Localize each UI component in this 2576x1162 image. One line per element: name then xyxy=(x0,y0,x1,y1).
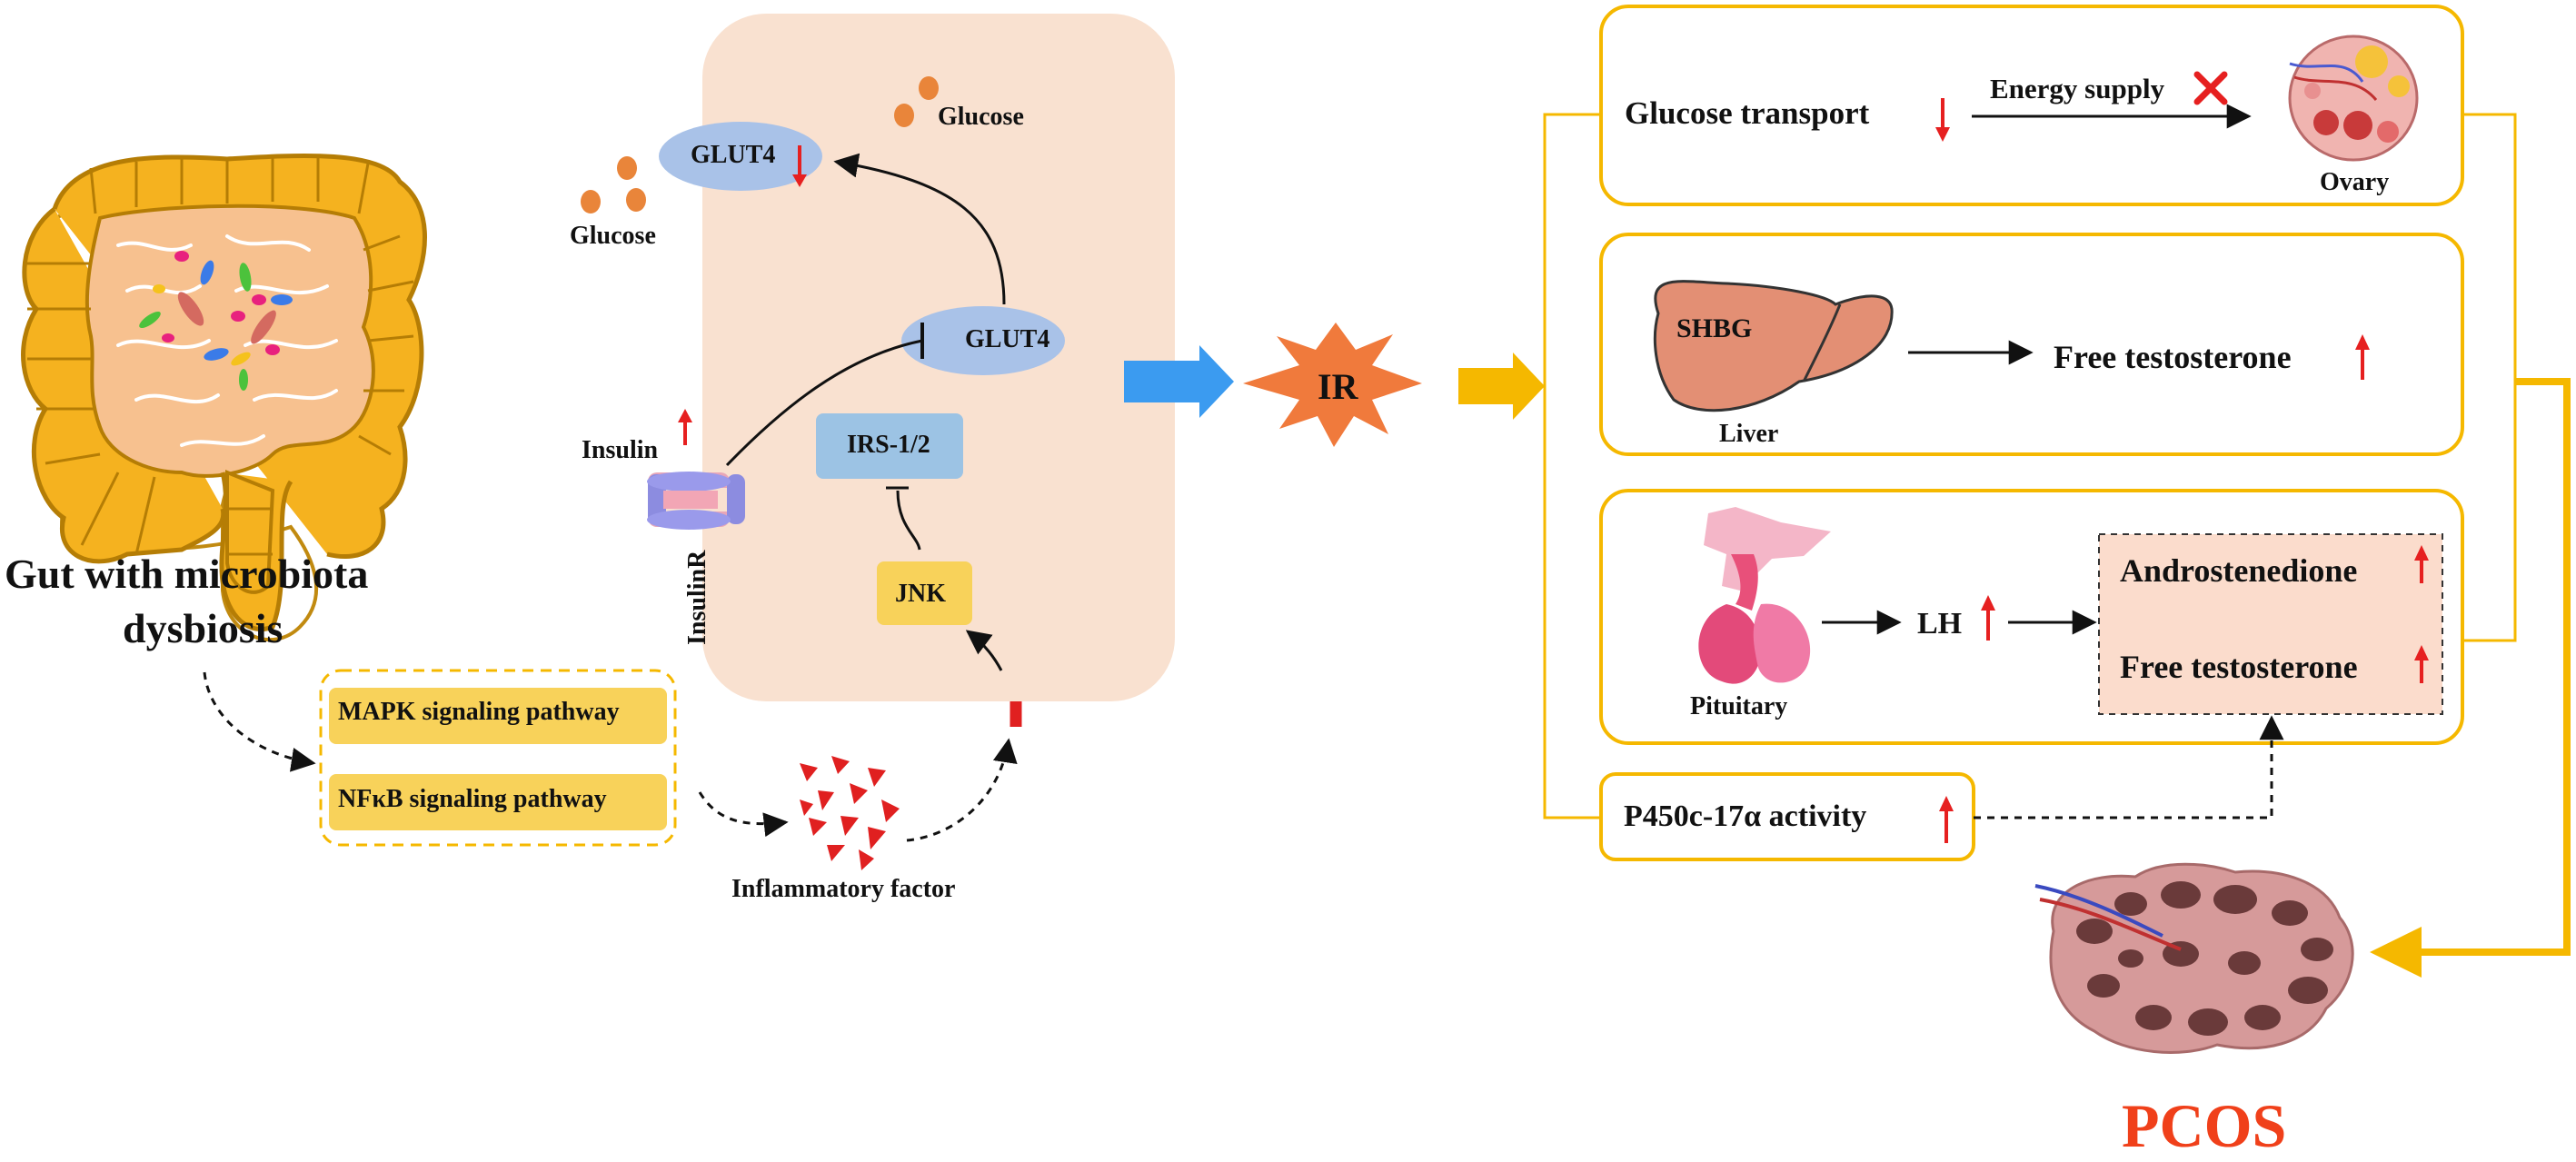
inflammatory-factor-icon xyxy=(800,756,900,870)
nfkb-pathway-label: NFκB signaling pathway xyxy=(338,785,607,813)
pituitary-icon xyxy=(1698,507,1831,684)
insulin-receptor-label: InsulinR xyxy=(683,550,711,645)
gut-icon xyxy=(21,153,427,642)
energy-supply-label: Energy supply xyxy=(1990,73,2165,104)
inflammatory-factor-label: Inflammatory factor xyxy=(731,875,956,903)
free-testosterone-ovary-label: Free testosterone xyxy=(2120,649,2358,685)
liver-label: Liver xyxy=(1719,420,1779,448)
insulin-receptor-icon xyxy=(647,472,745,530)
glut4-membrane-label: GLUT4 xyxy=(691,141,776,169)
lh-label: LH xyxy=(1917,607,1963,641)
glucose-transport-label: Glucose transport xyxy=(1625,95,1870,131)
p450-label: P450c-17α activity xyxy=(1624,799,1867,833)
ovary-icon xyxy=(2288,35,2419,162)
ovary-label: Ovary xyxy=(2320,168,2390,196)
jnk-label: JNK xyxy=(895,580,946,608)
mapk-pathway-label: MAPK signaling pathway xyxy=(338,698,620,726)
glut4-vesicle-label: GLUT4 xyxy=(965,325,1050,353)
gut-title-line1: Gut with microbiota xyxy=(5,551,369,597)
pcos-label: PCOS xyxy=(2122,1091,2287,1160)
ir-label: IR xyxy=(1318,366,1358,407)
shbg-label: SHBG xyxy=(1676,313,1753,343)
liver-icon xyxy=(1653,280,1894,412)
insulin-label: Insulin xyxy=(582,436,659,464)
pcos-ovary-icon xyxy=(2034,862,2354,1054)
irs-label: IRS-1/2 xyxy=(847,431,930,459)
bacteria-icon xyxy=(139,251,293,391)
glucose-inside-label: Glucose xyxy=(938,103,1024,131)
glucose-outside-label: Glucose xyxy=(570,222,656,250)
pituitary-label: Pituitary xyxy=(1690,692,1788,720)
gut-title-line2: dysbiosis xyxy=(123,605,283,651)
androstenedione-label: Androstenedione xyxy=(2120,552,2358,589)
free-testosterone-liver-label: Free testosterone xyxy=(2054,339,2292,375)
